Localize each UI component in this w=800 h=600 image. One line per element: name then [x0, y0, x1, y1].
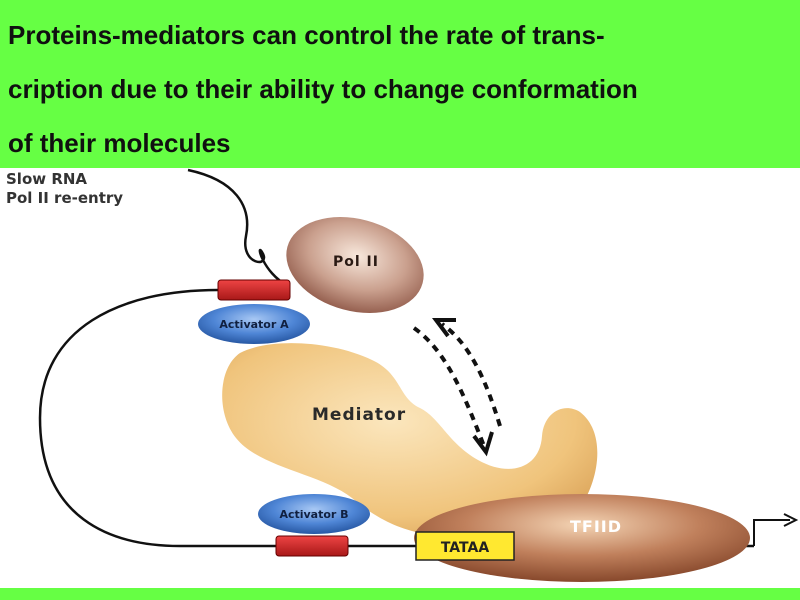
tss-arrowhead-icon	[783, 513, 799, 527]
dashed-arrow-up	[440, 322, 502, 427]
arrowhead-down-icon	[472, 431, 494, 457]
arrowhead-up-icon	[432, 318, 456, 338]
activator-a	[198, 304, 310, 344]
title-line-1: Proteins-mediators can control the rate …	[8, 20, 605, 50]
activator-a-label: Activator A	[219, 318, 289, 331]
activator-a-binding-site	[217, 279, 291, 301]
activator-b-label: Activator B	[279, 508, 348, 521]
dashed-arrow-down	[412, 326, 486, 447]
mediator-diagram: Slow RNA Pol II re-entry Mediator TFIID …	[6, 168, 799, 582]
pol2-label: Pol II	[333, 254, 379, 270]
title-line-2: cription due to their ability to change …	[8, 74, 638, 104]
tfiid-label: TFIID	[570, 517, 622, 536]
pol2-complex	[286, 217, 424, 313]
title-line-3: of their molecules	[8, 128, 231, 158]
activator-b-binding-site	[275, 535, 349, 557]
tss-arrow	[753, 519, 790, 546]
slow-rna-label: Slow RNA	[6, 170, 87, 188]
slide-title: Proteins-mediators can control the rate …	[8, 8, 792, 170]
activator-b	[258, 494, 370, 534]
dna-strand-upper	[187, 168, 289, 288]
tataa-label: TATAA	[441, 540, 490, 556]
mediator-label: Mediator	[312, 405, 406, 425]
mediator-complex	[222, 343, 598, 538]
dna-loop	[38, 288, 276, 548]
tataa-box	[415, 531, 515, 561]
pol2-reentry-label: Pol II re-entry	[6, 189, 123, 207]
